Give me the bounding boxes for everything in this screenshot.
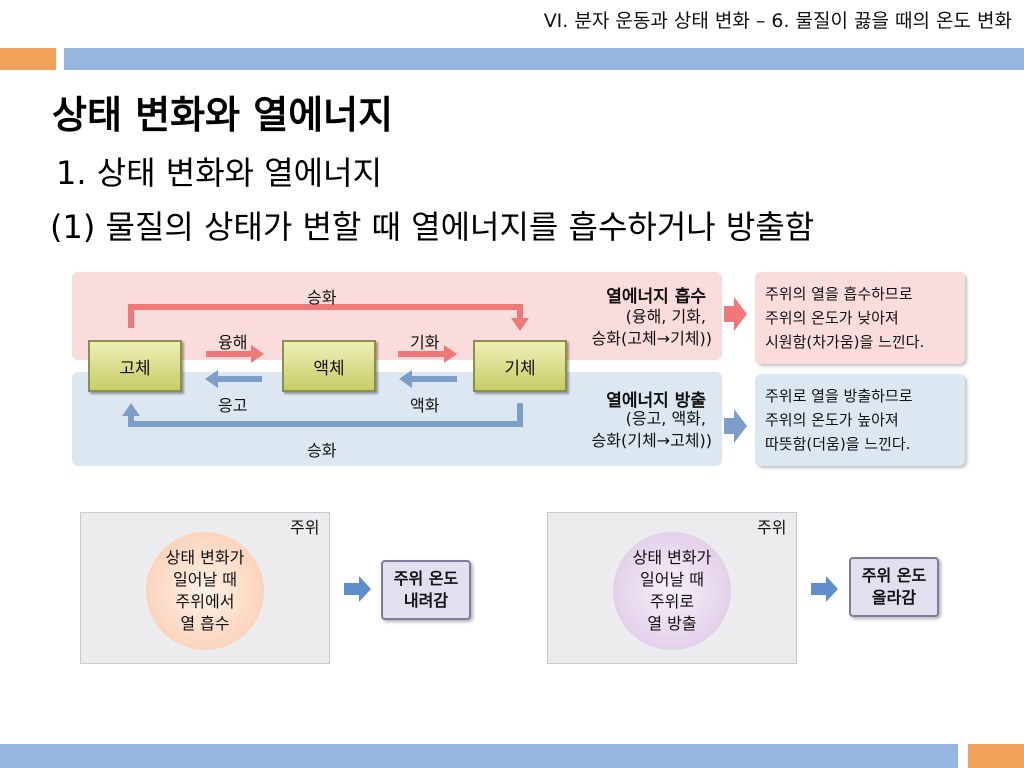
section-subheading: (1) 물질의 상태가 변할 때 열에너지를 흡수하거나 방출함 (50, 208, 815, 246)
absorb-circle-line3: 주위에서 (175, 592, 235, 611)
melting-label: 융해 (218, 333, 248, 352)
accent-bar-blue-bottom (0, 744, 958, 768)
liquefaction-label: 액화 (410, 396, 440, 415)
release-effect-line2: 주위의 온도가 높아져 (765, 411, 899, 429)
release-surround-label: 주위 (757, 518, 787, 537)
temperature-down-line1: 주위 온도 (393, 569, 459, 588)
accent-bar-orange-bottom (968, 744, 1024, 768)
release-circle: 상태 변화가 일어날 때 주위로 열 방출 (613, 532, 731, 650)
sublimation-label-bottom: 승화 (307, 441, 337, 460)
result-arrow-left (344, 576, 371, 602)
release-circle-line2: 일어날 때 (640, 570, 704, 589)
state-gas-box: 기체 (473, 340, 567, 392)
sublimation-label-top: 승화 (307, 288, 337, 307)
absorb-circle-line1: 상태 변화가 (165, 548, 245, 567)
release-effect-line1: 주위로 열을 방출하므로 (765, 387, 913, 405)
absorb-effect-line2: 주위의 온도가 낮아져 (765, 309, 899, 327)
absorb-surround-label: 주위 (290, 518, 320, 537)
section-heading: 1. 상태 변화와 열에너지 (56, 154, 383, 192)
state-solid-box: 고체 (88, 340, 182, 392)
absorb-effect-box: 주위의 열을 흡수하므로 주위의 온도가 낮아져 시원함(차가움)을 느낀다. (755, 272, 965, 364)
absorb-circle-line4: 열 흡수 (180, 614, 230, 633)
absorb-effect-line3: 시원함(차가움)을 느낀다. (765, 333, 925, 351)
release-circle-line3: 주위로 (649, 592, 695, 611)
release-circle-line1: 상태 변화가 (632, 548, 712, 567)
accent-bar-blue-top (64, 48, 1024, 70)
absorb-line2: 승화(고체→기체)) (591, 329, 712, 348)
absorb-circle: 상태 변화가 일어날 때 주위에서 열 흡수 (146, 532, 264, 650)
release-line1: (응고, 액화, (625, 409, 706, 428)
page-title: 상태 변화와 열에너지 (52, 93, 394, 137)
temperature-down-line2: 내려감 (403, 591, 449, 610)
temperature-up-line2: 올라감 (871, 588, 917, 607)
release-effect-arrow (724, 409, 747, 443)
vaporization-label: 기화 (410, 333, 440, 352)
state-liquid-box: 액체 (282, 340, 376, 392)
breadcrumb: VI. 분자 운동과 상태 변화 – 6. 물질이 끓을 때의 온도 변화 (543, 10, 1012, 32)
release-line2: 승화(기체→고체)) (591, 431, 712, 450)
release-circle-line4: 열 방출 (647, 614, 697, 633)
temperature-up-line1: 주위 온도 (861, 566, 927, 585)
release-effect-box: 주위로 열을 방출하므로 주위의 온도가 높아져 따뜻함(더움)을 느낀다. (755, 374, 965, 466)
absorb-line1: (융해, 기화, (625, 307, 706, 326)
absorb-effect-arrow (724, 297, 747, 331)
absorb-effect-line1: 주위의 열을 흡수하므로 (765, 285, 913, 303)
absorb-circle-line2: 일어날 때 (173, 570, 237, 589)
temperature-up-box: 주위 온도 올라감 (849, 557, 939, 617)
release-effect-line3: 따뜻함(더움)을 느낀다. (765, 435, 911, 453)
temperature-down-box: 주위 온도 내려감 (381, 560, 471, 620)
release-title: 열에너지 방출 (606, 391, 706, 411)
absorb-title: 열에너지 흡수 (606, 287, 706, 307)
result-arrow-right (811, 576, 838, 602)
accent-bar-orange-top (0, 48, 56, 70)
solidification-label: 응고 (218, 396, 248, 415)
